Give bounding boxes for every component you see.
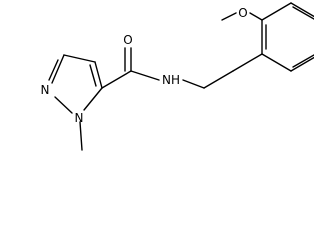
bond-pyrazole-c4-c3 [63, 54, 96, 63]
bond-pyrazole-c3-n2-inner [48, 59, 59, 81]
bond-benzene-inner-double-2 [292, 54, 314, 68]
bond-methoxy-oxygen-ring [249, 12, 263, 21]
bond-pyrazole-n2-n1 [54, 96, 73, 114]
bond-pyrazole-c3-n2 [51, 54, 65, 84]
bond-carbonyl-to-pyrazole [101, 70, 132, 89]
bond-ethyl-to-amide-nitrogen [182, 79, 205, 89]
bond-benzene-c3-c4 [290, 56, 314, 72]
bond-methyl-methoxy-oxygen [221, 12, 237, 21]
methoxy-oxygen-label: O [238, 6, 247, 20]
bond-pyrazole-n1-c5 [83, 87, 103, 111]
bond-benzene-inner-double-3 [292, 6, 314, 20]
bond-benzene-c6-c1 [261, 2, 292, 21]
pyrazole-n1-label: N [75, 111, 84, 125]
bond-benzene-c2-c3 [261, 53, 292, 72]
bond-benzene-to-ethyl [232, 53, 263, 72]
bond-amide-nitrogen-to-carbonyl [130, 70, 160, 81]
bond-pyrazole-c5-c4 [94, 61, 103, 89]
chemical-structure-diagram: O O NH N N [41, 2, 314, 151]
pyrazole-n2-label: N [41, 83, 50, 97]
bond-pyrazole-n1-methyl [79, 121, 83, 151]
bond-pyrazole-c5-c4-inner [89, 64, 97, 87]
bond-benzene-c5-c6 [290, 2, 314, 18]
bond-ethyl-ch2-ch2 [203, 70, 234, 89]
carbonyl-oxygen-label: O [123, 33, 132, 47]
amide-nitrogen-label: NH [162, 73, 180, 87]
